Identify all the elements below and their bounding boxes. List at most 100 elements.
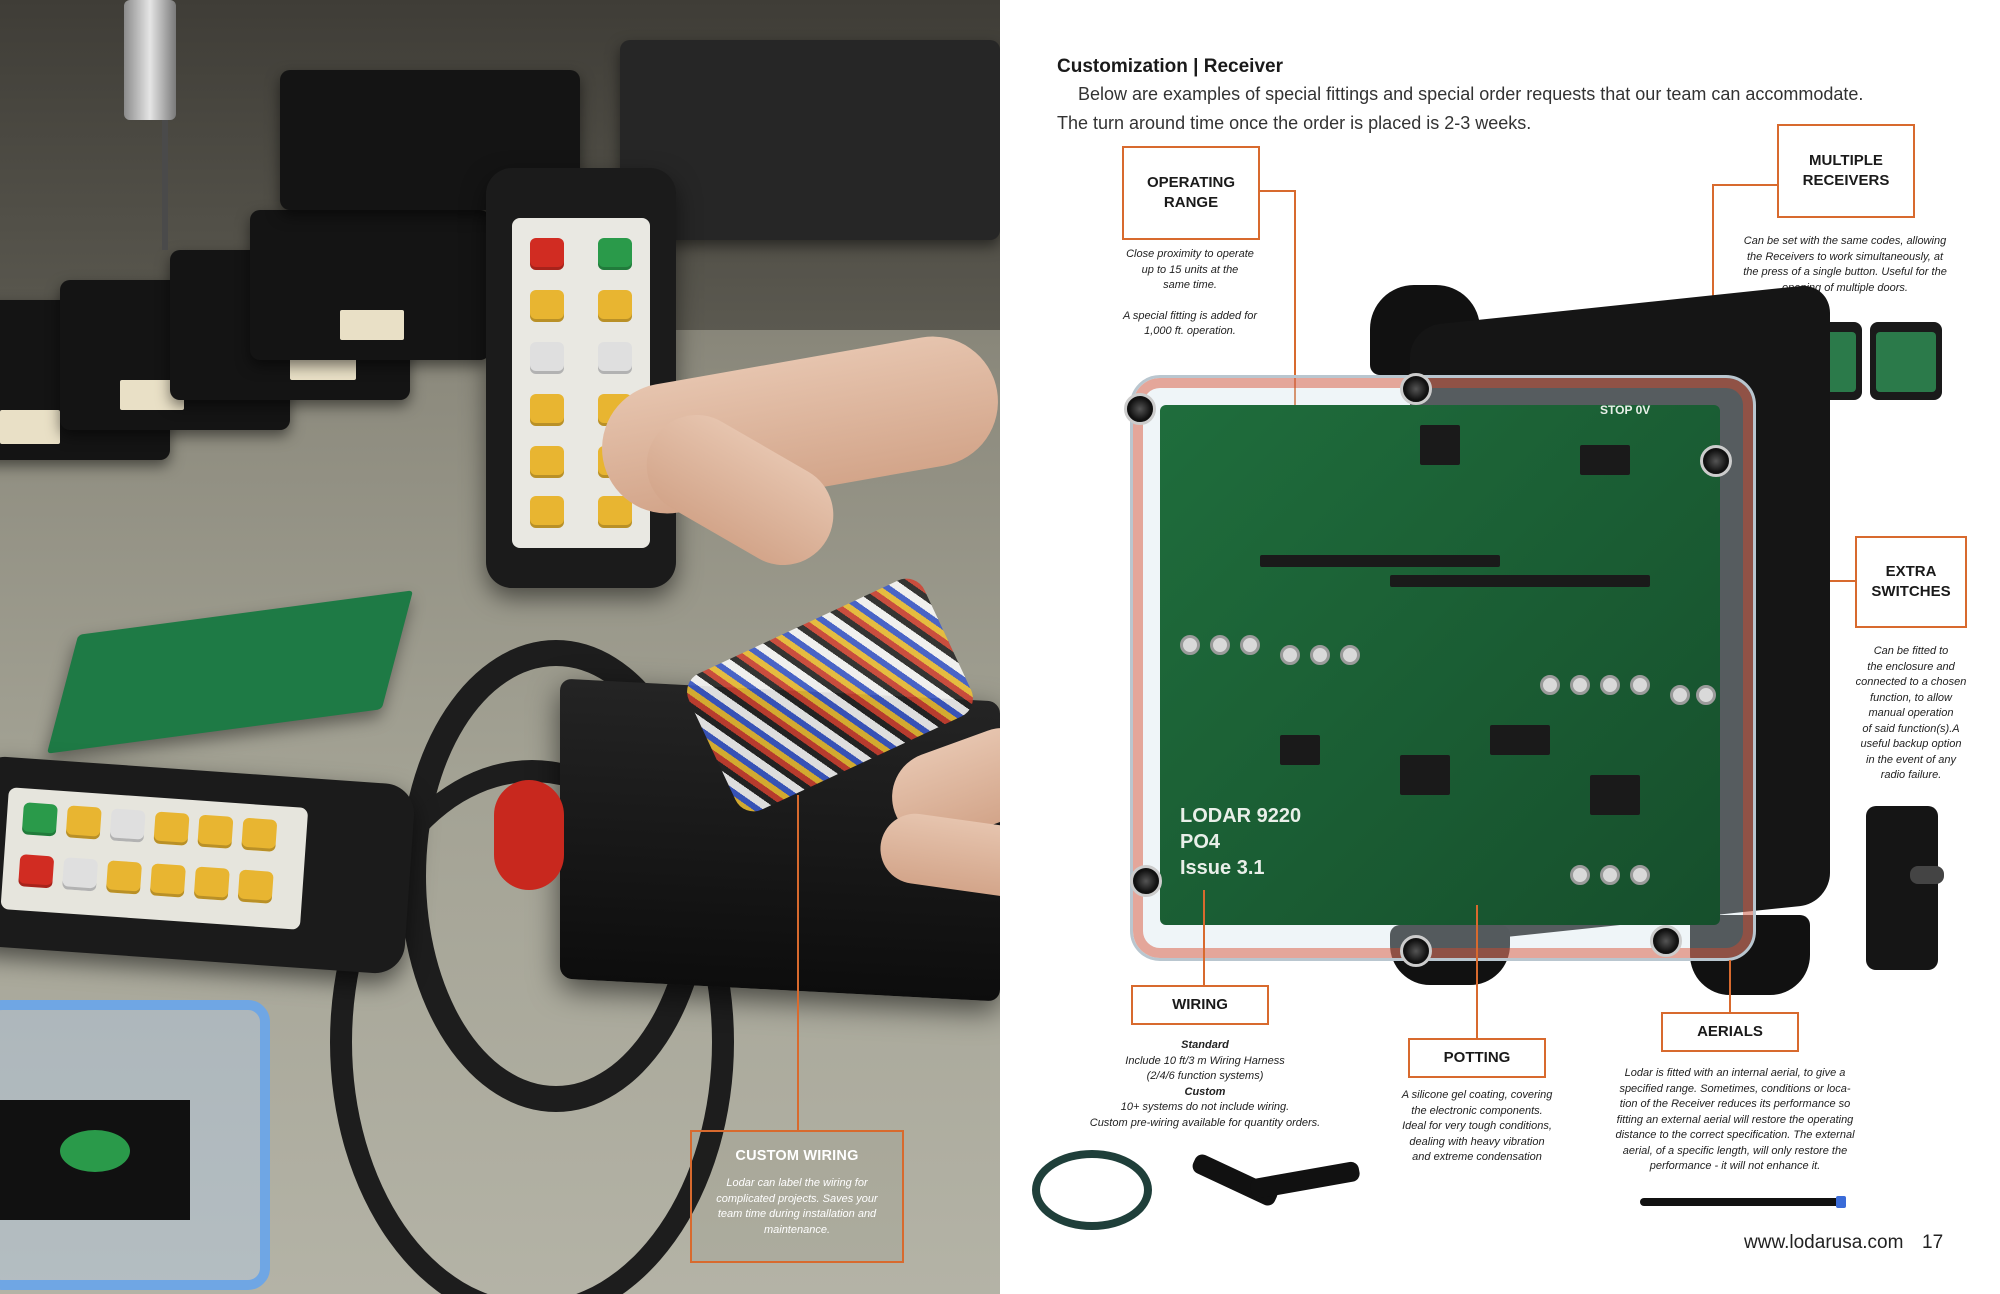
wiring-harness-image [1032, 1150, 1152, 1230]
text-line: of said function(s).A [1862, 722, 1960, 735]
text-line: up to 15 units at the [1141, 263, 1239, 276]
text-line: 1,000 ft. operation. [1144, 325, 1236, 337]
callout-title: EXTRA [1885, 563, 1937, 580]
stop-button [494, 780, 564, 890]
lid-screw [1124, 393, 1156, 425]
text-line: Can be fitted to [1873, 645, 1949, 657]
drill-chuck [124, 0, 176, 120]
text-line: Can be set with the same codes, allowing [1743, 235, 1947, 247]
cable-image [1249, 1160, 1361, 1200]
receiver-pcb: STOP 0V LODAR 9220 PO4 Issue 3.1 [1160, 403, 1720, 925]
text-line: the Receivers to work simultaneously, at [1746, 250, 1944, 263]
text-line: radio failure. [1880, 769, 1942, 781]
text-line: distance to the correct specification. T… [1615, 1129, 1855, 1141]
callout-line [1712, 184, 1778, 186]
callout-title: SWITCHES [1871, 583, 1951, 600]
text-line: and extreme condensation [1412, 1151, 1542, 1163]
toggle-switch-image [1866, 806, 1944, 970]
text-line: 10+ systems do not include wiring. [1120, 1101, 1290, 1113]
potting-text: A silicone gel coating, covering the ele… [1370, 1088, 1584, 1166]
storage-bin [620, 40, 1000, 240]
text-line: manual operation [1868, 707, 1954, 719]
callout-line [1260, 190, 1296, 192]
pcb-model: PO4 [1180, 831, 1221, 853]
callout-line [1712, 184, 1714, 364]
text-line: Ideal for very tough conditions, [1402, 1120, 1552, 1132]
text-line: the electronic components. [1411, 1104, 1543, 1117]
custom-wiring-text: Lodar can label the wiring for complicat… [716, 1177, 878, 1236]
callout-line [1476, 905, 1478, 1039]
text-line: useful backup option [1860, 738, 1962, 750]
callout-line [797, 795, 799, 1130]
pcb-brand: LODAR 9220 [1180, 805, 1302, 827]
aerial-image [1640, 1198, 1840, 1206]
receiver-unit-image: STOP 0V LODAR 9220 PO4 Issue 3.1 [1110, 275, 1850, 1015]
text-line: Close proximity to operate [1126, 248, 1254, 260]
intro-line-1: Below are examples of special fittings a… [1078, 84, 1864, 104]
callout-title: RANGE [1163, 194, 1219, 211]
text-line: dealing with heavy vibration [1409, 1135, 1545, 1148]
operating-range-callout: OPERATING RANGE [1122, 146, 1260, 240]
text-line: in the event of any [1866, 753, 1956, 766]
text-line: performance - it will not enhance it. [1649, 1160, 1821, 1172]
footer-website: www.lodarusa.com [1744, 1232, 1904, 1253]
storage-bin [250, 210, 490, 360]
handheld-remote-wide [0, 754, 417, 976]
drill-bit [162, 120, 168, 250]
extra-switches-callout: EXTRA SWITCHES [1855, 536, 1967, 628]
wiring-text: Standard Include 10 ft/3 m Wiring Harnes… [1065, 1038, 1345, 1131]
mounting-ear [1690, 915, 1810, 995]
text-line: Custom pre-wiring available for quantity… [1089, 1116, 1321, 1129]
potting-callout: POTTING [1408, 1038, 1546, 1078]
callout-title: POTTING [1443, 1049, 1511, 1066]
callout-title: AERIALS [1697, 1023, 1763, 1040]
callout-title: RECEIVERS [1802, 172, 1890, 189]
text-line: tion of the Receiver reduces its perform… [1619, 1098, 1851, 1110]
text-line: connected to a chosen [1855, 676, 1967, 688]
lid-screw [1400, 935, 1432, 967]
callout-title: WIRING [1172, 996, 1228, 1013]
aerials-callout: AERIALS [1661, 1012, 1799, 1052]
transparent-remote-case [0, 1000, 270, 1290]
aerial-connector [1836, 1196, 1846, 1208]
receiver-thumbnail [1870, 322, 1942, 400]
lid-screw [1650, 925, 1682, 957]
lid-screw [1700, 445, 1732, 477]
operating-range-text: Close proximity to operate up to 15 unit… [1090, 247, 1290, 340]
handheld-remote-tall [486, 168, 676, 588]
text-line: same time. [1163, 279, 1217, 291]
page-title: Customization | Receiver [1057, 56, 1283, 77]
callout-line [1203, 890, 1205, 986]
text-line: function, to allow [1870, 691, 1952, 704]
text-line: fitting an external aerial will restore … [1616, 1113, 1854, 1126]
custom-wiring-callout: CUSTOM WIRING Lodar can label the wiring… [690, 1130, 904, 1263]
wiring-standard-label: Standard [1181, 1039, 1229, 1051]
wiring-custom-label: Custom [1184, 1085, 1226, 1098]
circuit-board [46, 590, 414, 754]
custom-wiring-title: CUSTOM WIRING [735, 1148, 859, 1164]
multiple-receivers-callout: MULTIPLE RECEIVERS [1777, 124, 1915, 218]
text-line: Include 10 ft/3 m Wiring Harness [1125, 1054, 1285, 1067]
text-line: the press of a single button. Useful for… [1743, 266, 1947, 278]
pcb-issue: Issue 3.1 [1180, 857, 1265, 879]
text-line: A silicone gel coating, covering [1401, 1089, 1553, 1101]
pcb-stop-label: STOP 0V [1600, 403, 1651, 417]
callout-title: MULTIPLE [1809, 152, 1883, 169]
callout-title: OPERATING [1146, 174, 1236, 191]
text-line: aerial, of a specific length, will only … [1622, 1144, 1848, 1157]
text-line: Lodar is fitted with an internal aerial,… [1624, 1067, 1846, 1079]
wiring-callout: WIRING [1131, 985, 1269, 1025]
callout-line [1729, 960, 1731, 1012]
callout-line [1294, 190, 1296, 440]
text-line: the enclosure and [1867, 660, 1955, 673]
lid-screw [1400, 373, 1432, 405]
text-line: (2/4/6 function systems) [1146, 1070, 1264, 1082]
workshop-photo: CUSTOM WIRING Lodar can label the wiring… [0, 0, 1000, 1294]
text-line: specified range. Sometimes, conditions o… [1619, 1082, 1851, 1095]
text-line: A special fitting is added for [1122, 309, 1258, 322]
extra-switches-text: Can be fitted to the enclosure and conne… [1846, 644, 1976, 784]
lid-screw [1130, 865, 1162, 897]
page-number: 17 [1922, 1232, 1944, 1253]
intro-line-2: The turn around time once the order is p… [1057, 113, 1532, 133]
aerials-text: Lodar is fitted with an internal aerial,… [1600, 1066, 1870, 1175]
